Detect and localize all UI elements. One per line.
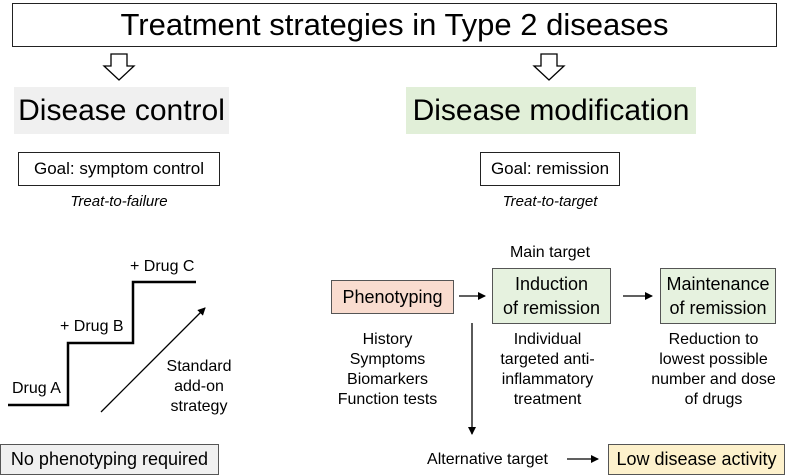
goal-remission: Goal: remission: [480, 152, 620, 186]
goal-symptom-control: Goal: symptom control: [18, 152, 220, 186]
drug-c-label: + Drug C: [130, 258, 195, 275]
down-arrow-right-icon: [532, 53, 566, 81]
drug-b-label: + Drug B: [60, 318, 124, 335]
down-arrow-left-icon: [102, 53, 136, 81]
alternative-target-label: Alternative target: [427, 451, 548, 468]
low-disease-activity-box: Low disease activity: [608, 444, 785, 475]
treat-to-failure-label: Treat-to-failure: [70, 193, 168, 210]
heading-disease-control: Disease control: [14, 87, 229, 134]
maintenance-of-remission-box: Maintenance of remission: [660, 268, 776, 324]
phenotyping-items-list: History Symptoms Biomarkers Function tes…: [337, 331, 438, 408]
no-phenotyping-box: No phenotyping required: [0, 444, 219, 475]
maintenance-description: Reduction to lowest possible number and …: [651, 331, 776, 408]
phenotyping-box: Phenotyping: [331, 280, 454, 314]
add-on-arrow: [100, 307, 206, 413]
standard-add-on-strategy-label: Standard add-on strategy: [166, 358, 232, 415]
treat-to-target-label: Treat-to-target: [502, 193, 598, 210]
drug-a-label: Drug A: [12, 380, 61, 397]
main-target-label: Main target: [509, 244, 591, 261]
diagram-title: Treatment strategies in Type 2 diseases: [12, 3, 777, 47]
drug-staircase: [8, 280, 196, 407]
heading-disease-modification: Disease modification: [406, 87, 696, 134]
induction-of-remission-box: Induction of remission: [492, 268, 611, 324]
induction-description: Individual targeted anti- inflammatory t…: [500, 331, 595, 408]
